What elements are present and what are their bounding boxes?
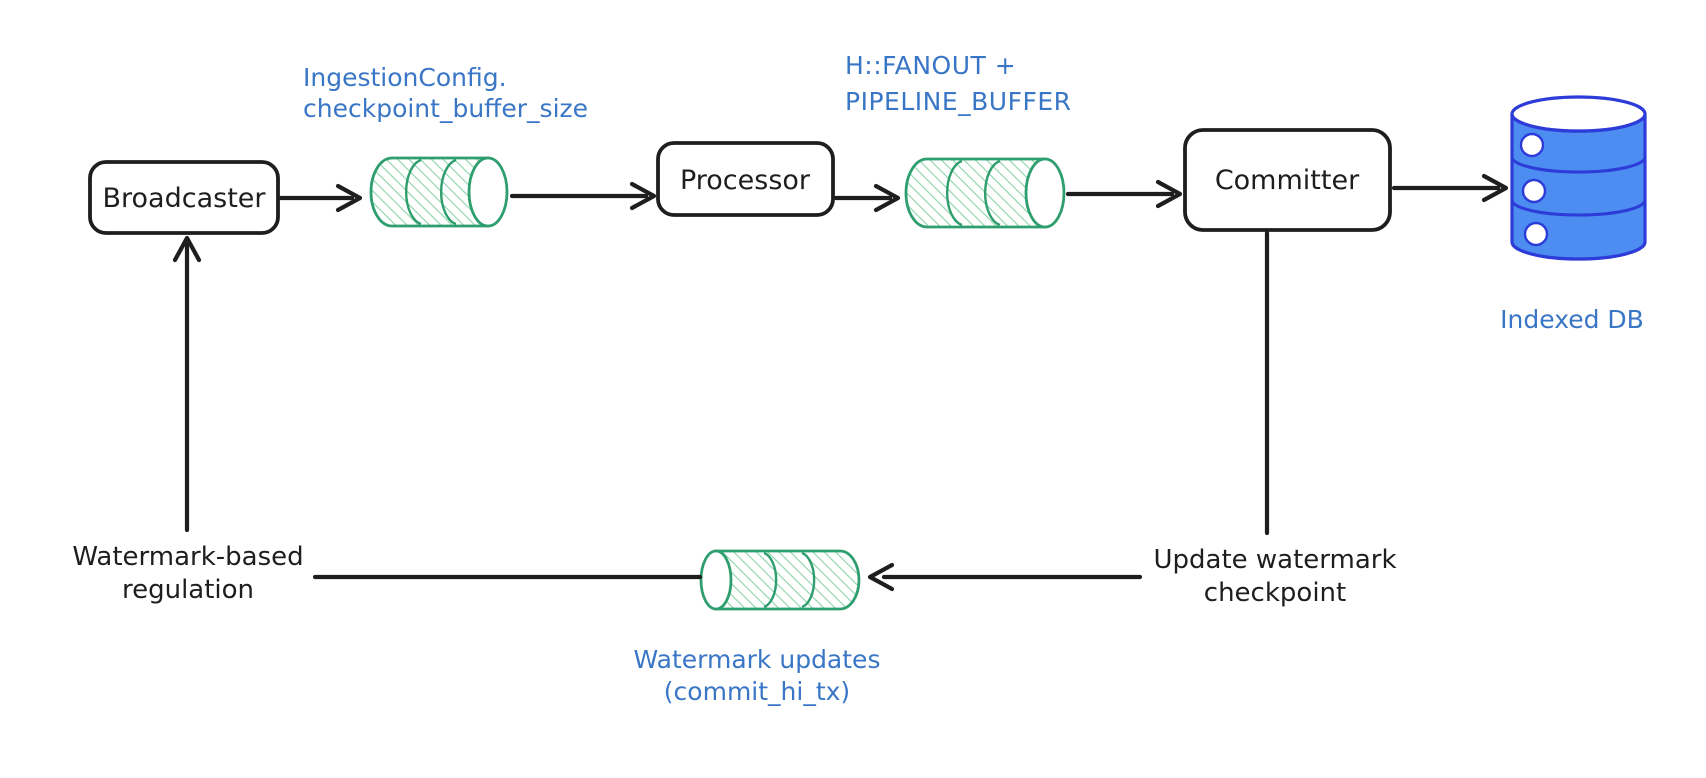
arrow-head-icon: [1481, 173, 1509, 203]
processor-box: [656, 141, 835, 217]
node-committer: Committer: [1183, 128, 1392, 232]
arrow-head-icon: [1155, 179, 1183, 209]
database-top: [1510, 95, 1647, 133]
watermark-buffer-label-line1: Watermark updates: [634, 645, 881, 674]
cylinder-body: [714, 549, 861, 611]
indexed-db-label: Indexed DB: [1500, 305, 1644, 334]
regulation-line2: regulation: [122, 575, 254, 605]
update-watermark-annotation: Update watermark checkpoint: [1153, 545, 1396, 608]
database-dot: [1519, 132, 1545, 158]
database-dot: [1523, 221, 1549, 247]
arrow-buffer-to-processor: [509, 181, 657, 211]
regulation-annotation: Watermark-based regulation: [72, 542, 303, 605]
pipeline-buffer-cylinder-icon: [904, 157, 1066, 229]
update-watermark-line1: Update watermark: [1153, 545, 1396, 575]
node-processor: Processor: [656, 141, 835, 217]
database-icon: [1510, 95, 1647, 261]
arrow-checkpoint-to-watermark-buffer: [867, 562, 1143, 592]
checkpoint-buffer-cylinder-icon: [369, 156, 509, 228]
arrow-broadcaster-to-buffer: [278, 183, 363, 213]
cylinder-divider: [801, 551, 816, 609]
processor-label: Processor: [680, 165, 811, 196]
committer-box: [1183, 128, 1392, 232]
pipeline-buffer-label: H::FANOUT + PIPELINE_BUFFER: [845, 51, 1072, 116]
checkpoint-buffer-label-line2: checkpoint_buffer_size: [303, 94, 588, 123]
committer-label: Committer: [1215, 165, 1360, 196]
update-watermark-line2: checkpoint: [1204, 578, 1346, 608]
database-band: [1510, 156, 1647, 174]
cylinder-body: [369, 156, 490, 228]
watermark-buffer-label-line2: (commit_hi_tx): [664, 677, 850, 706]
regulation-line1: Watermark-based: [72, 542, 303, 572]
cylinder-rim: [467, 156, 509, 228]
arrow-processor-to-buffer: [833, 183, 901, 213]
database-dot: [1521, 178, 1547, 204]
arrow-regulation-to-broadcaster: [172, 235, 202, 533]
arrow-head-icon: [867, 562, 895, 592]
cylinder-rim: [1024, 157, 1066, 229]
pipeline-buffer-label-line2: PIPELINE_BUFFER: [845, 87, 1072, 116]
cylinder-rim: [699, 549, 733, 611]
arrow-head-icon: [873, 183, 901, 213]
checkpoint-buffer-label-line1: IngestionConfig.: [303, 63, 507, 92]
arrow-head-icon: [335, 183, 363, 213]
broadcaster-label: Broadcaster: [103, 183, 267, 214]
arrow-committer-to-db: [1391, 173, 1509, 203]
cylinder-body: [904, 157, 1047, 229]
arrow-head-icon: [172, 235, 202, 263]
cylinder-divider: [404, 158, 422, 226]
node-broadcaster: Broadcaster: [88, 160, 280, 235]
broadcaster-box: [88, 160, 280, 235]
arrow-head-icon: [629, 181, 657, 211]
checkpoint-buffer-label: IngestionConfig. checkpoint_buffer_size: [303, 63, 588, 123]
pipeline-buffer-label-line1: H::FANOUT +: [845, 51, 1016, 80]
cylinder-divider: [763, 551, 778, 609]
cylinder-divider: [945, 159, 963, 227]
cylinder-divider: [983, 159, 1001, 227]
watermark-buffer-label: Watermark updates (commit_hi_tx): [634, 645, 881, 706]
cylinder-divider: [439, 158, 457, 226]
database-band: [1510, 199, 1647, 217]
watermark-buffer-cylinder-icon: [699, 549, 861, 611]
arrow-buffer-to-committer: [1065, 179, 1183, 209]
